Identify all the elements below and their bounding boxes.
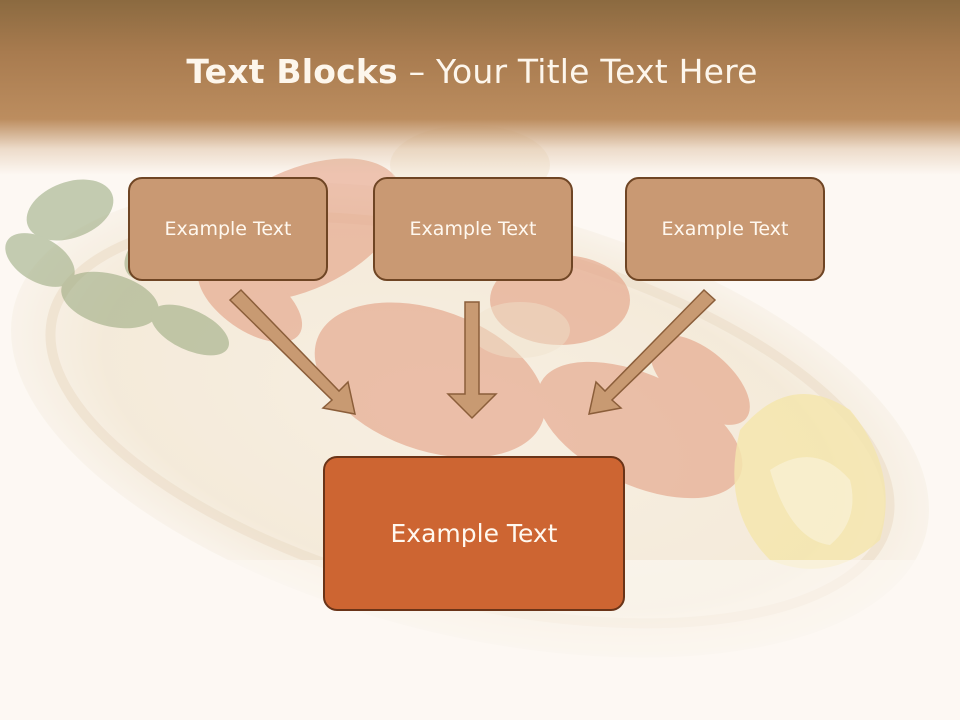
text-block-1-label: Example Text bbox=[164, 218, 292, 240]
title-bold: Text Blocks bbox=[186, 52, 398, 91]
text-block-1[interactable]: Example Text bbox=[128, 177, 328, 281]
slide-title: Text Blocks – Your Title Text Here bbox=[0, 52, 944, 91]
header-band bbox=[0, 0, 960, 175]
main-text-block-label: Example Text bbox=[390, 519, 558, 548]
arrow-right bbox=[588, 288, 717, 415]
text-block-3[interactable]: Example Text bbox=[625, 177, 825, 281]
arrow-center bbox=[446, 301, 498, 420]
arrow-left bbox=[228, 288, 356, 415]
title-rest: – Your Title Text Here bbox=[397, 52, 758, 91]
main-text-block[interactable]: Example Text bbox=[323, 456, 625, 611]
text-block-3-label: Example Text bbox=[661, 218, 789, 240]
text-block-2[interactable]: Example Text bbox=[373, 177, 573, 281]
text-block-2-label: Example Text bbox=[409, 218, 537, 240]
